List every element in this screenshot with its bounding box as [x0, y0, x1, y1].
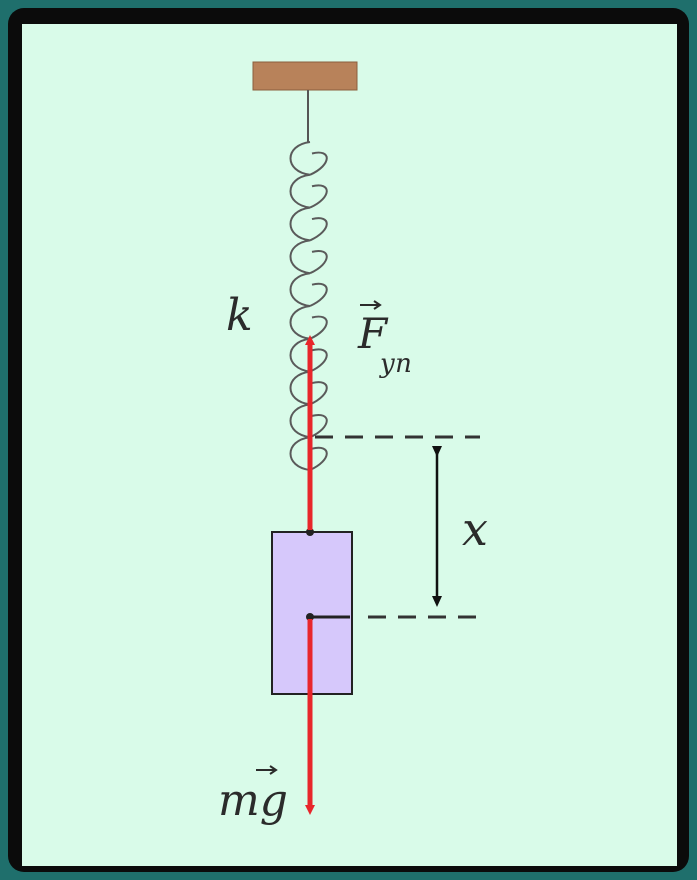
elastic-force-letter: F	[357, 309, 389, 358]
elastic-force-subscript: уп	[379, 349, 412, 379]
diagram-panel	[22, 24, 677, 866]
spring	[289, 141, 328, 471]
gravity-force-text: mg	[218, 775, 288, 826]
displacement-label: x	[462, 502, 488, 556]
elastic-force-vector-head	[373, 300, 382, 310]
gravity-force-label: mg	[218, 765, 288, 826]
spring-constant-label: k	[226, 290, 253, 341]
elastic-force-label: F уп	[357, 300, 412, 379]
ceiling-support	[252, 61, 358, 91]
gravity-vector-head	[269, 765, 278, 775]
